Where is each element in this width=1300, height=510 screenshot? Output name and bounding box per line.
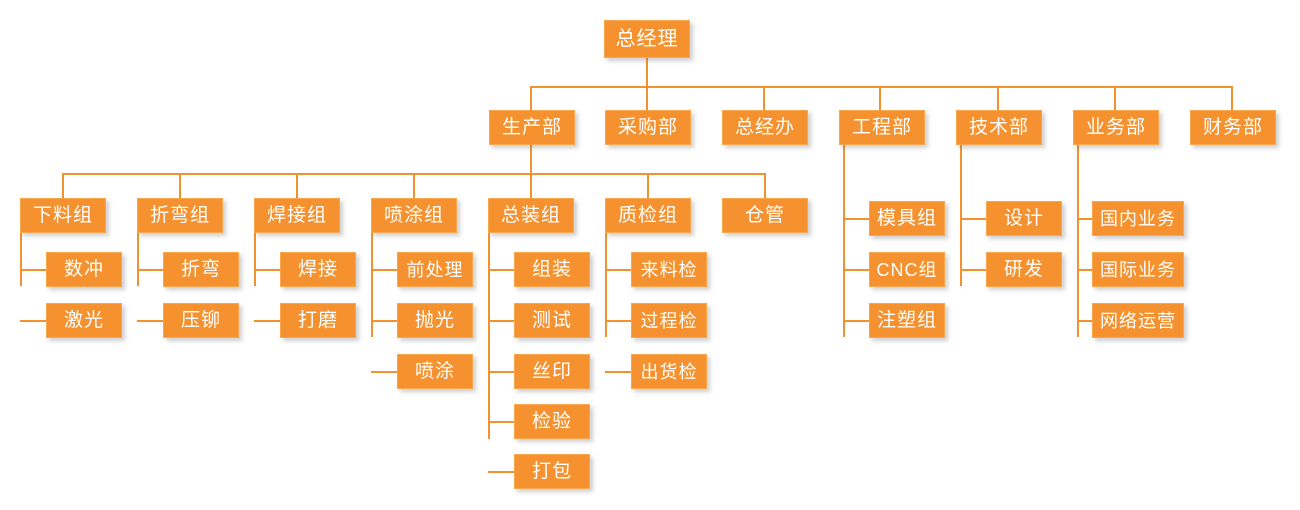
connector-jishu-stub-2 <box>960 269 986 271</box>
connector-drop-zongzhuang <box>530 173 532 198</box>
connector-xialiao-stub-1 <box>20 269 46 271</box>
node-task-pentu[interactable]: 喷涂 <box>397 354 473 389</box>
node-group-wangluoyunying[interactable]: 网络运营 <box>1092 303 1184 338</box>
node-task-hanjie[interactable]: 焊接 <box>280 252 356 287</box>
node-task-damo[interactable]: 打磨 <box>280 303 356 338</box>
connector-pentu-spine <box>371 233 373 337</box>
connector-xialiao-stub-2 <box>20 320 46 322</box>
node-group-cangguan[interactable]: 仓管 <box>722 198 808 233</box>
connector-zongzhuang-stub-3 <box>488 371 514 373</box>
connector-drop-cangguan <box>764 173 766 198</box>
connector-drop-jishu <box>997 86 999 110</box>
connector-zongzhuang-spine <box>488 233 490 439</box>
node-task-paoguang[interactable]: 抛光 <box>397 303 473 338</box>
connector-yewu-stub-1 <box>1077 218 1103 220</box>
connector-yewu-stub-3 <box>1077 320 1103 322</box>
connector-zongzhuang-stub-1 <box>488 269 514 271</box>
node-task-ceshi[interactable]: 测试 <box>514 303 590 338</box>
connector-pentu-stub-1 <box>371 269 397 271</box>
connector-shengchan-stem <box>530 145 532 173</box>
node-task-lailiaojian[interactable]: 来料检 <box>631 252 707 287</box>
node-group-zongzhuangzu[interactable]: 总装组 <box>488 198 574 233</box>
node-task-shuchong[interactable]: 数冲 <box>46 252 122 287</box>
connector-drop-gongcheng <box>879 86 881 110</box>
node-dept-jishubu[interactable]: 技术部 <box>956 110 1042 145</box>
connector-pentu-stub-3 <box>371 371 397 373</box>
node-dept-shengchanbu[interactable]: 生产部 <box>489 110 575 145</box>
connector-drop-caiwu <box>1231 86 1233 110</box>
connector-drop-xialiao <box>62 173 64 198</box>
connector-zongzhuang-stub-5 <box>488 471 514 473</box>
connector-jishu-spine <box>960 145 962 286</box>
connector-drop-zhewan <box>179 173 181 198</box>
node-task-siyin[interactable]: 丝印 <box>514 354 590 389</box>
connector-drop-zhijian <box>647 173 649 198</box>
connector-zongzhuang-stub-4 <box>488 421 514 423</box>
connector-gongcheng-stub-3 <box>843 320 869 322</box>
node-task-yamao[interactable]: 压铆 <box>163 303 239 338</box>
connector-zhijian-stub-1 <box>605 269 631 271</box>
node-task-jianyan[interactable]: 检验 <box>514 404 590 439</box>
connector-level2-bus <box>531 86 1232 88</box>
node-task-zhewan[interactable]: 折弯 <box>163 252 239 287</box>
node-group-guoneiyewu[interactable]: 国内业务 <box>1092 201 1184 236</box>
node-group-zhijianzu[interactable]: 质检组 <box>605 198 691 233</box>
node-dept-zongjingban[interactable]: 总经办 <box>722 110 808 145</box>
node-group-xialiaozu[interactable]: 下料组 <box>20 198 106 233</box>
connector-yewu-spine <box>1077 145 1079 337</box>
connector-zhijian-stub-3 <box>605 371 631 373</box>
node-task-guochengjian[interactable]: 过程检 <box>631 303 707 338</box>
node-group-hanjiezu[interactable]: 焊接组 <box>254 198 340 233</box>
node-task-qianchuli[interactable]: 前处理 <box>397 252 473 287</box>
connector-yewu-stub-2 <box>1077 269 1103 271</box>
node-group-cnczu[interactable]: CNC组 <box>869 252 945 287</box>
connector-zongzhuang-stub-2 <box>488 320 514 322</box>
connector-drop-hanjie <box>296 173 298 198</box>
connector-hanjie-stub-2 <box>254 320 280 322</box>
connector-zhewan-stub-1 <box>137 269 163 271</box>
connector-root-stem <box>646 58 648 86</box>
node-dept-caiwubu[interactable]: 财务部 <box>1190 110 1276 145</box>
node-task-dabao[interactable]: 打包 <box>514 454 590 489</box>
node-group-guojiyewu[interactable]: 国际业务 <box>1092 252 1184 287</box>
node-dept-yewubu[interactable]: 业务部 <box>1073 110 1159 145</box>
node-group-pentuzu[interactable]: 喷涂组 <box>371 198 457 233</box>
connector-xialiao-spine <box>20 233 22 286</box>
connector-hanjie-stub-1 <box>254 269 280 271</box>
node-task-chuhuojian[interactable]: 出货检 <box>631 354 707 389</box>
connector-pentu-stub-2 <box>371 320 397 322</box>
connector-drop-caigou <box>646 86 648 110</box>
node-group-sheji[interactable]: 设计 <box>986 201 1062 236</box>
node-root[interactable]: 总经理 <box>604 20 690 58</box>
node-task-jiguang[interactable]: 激光 <box>46 303 122 338</box>
connector-drop-pentu <box>413 173 415 198</box>
connector-drop-yewu <box>1114 86 1116 110</box>
node-group-mojuzu[interactable]: 模具组 <box>869 201 945 236</box>
node-dept-caigoubu[interactable]: 采购部 <box>605 110 691 145</box>
connector-drop-shengchan <box>530 86 532 110</box>
connector-zhewan-spine <box>137 233 139 286</box>
connector-gongcheng-stub-2 <box>843 269 869 271</box>
connector-zhewan-stub-2 <box>137 320 163 322</box>
node-task-zuzhuang[interactable]: 组装 <box>514 252 590 287</box>
node-group-yanfa[interactable]: 研发 <box>986 252 1062 287</box>
connector-gongcheng-stub-1 <box>843 218 869 220</box>
node-group-zhewanzu[interactable]: 折弯组 <box>137 198 223 233</box>
node-dept-gongchengbu[interactable]: 工程部 <box>839 110 925 145</box>
connector-zhijian-stub-2 <box>605 320 631 322</box>
connector-hanjie-spine <box>254 233 256 286</box>
node-group-zhusuzu[interactable]: 注塑组 <box>869 303 945 338</box>
connector-zhijian-spine <box>605 233 607 337</box>
connector-jishu-stub-1 <box>960 218 986 220</box>
connector-gongcheng-spine <box>843 145 845 337</box>
connector-drop-zongjingban <box>763 86 765 110</box>
